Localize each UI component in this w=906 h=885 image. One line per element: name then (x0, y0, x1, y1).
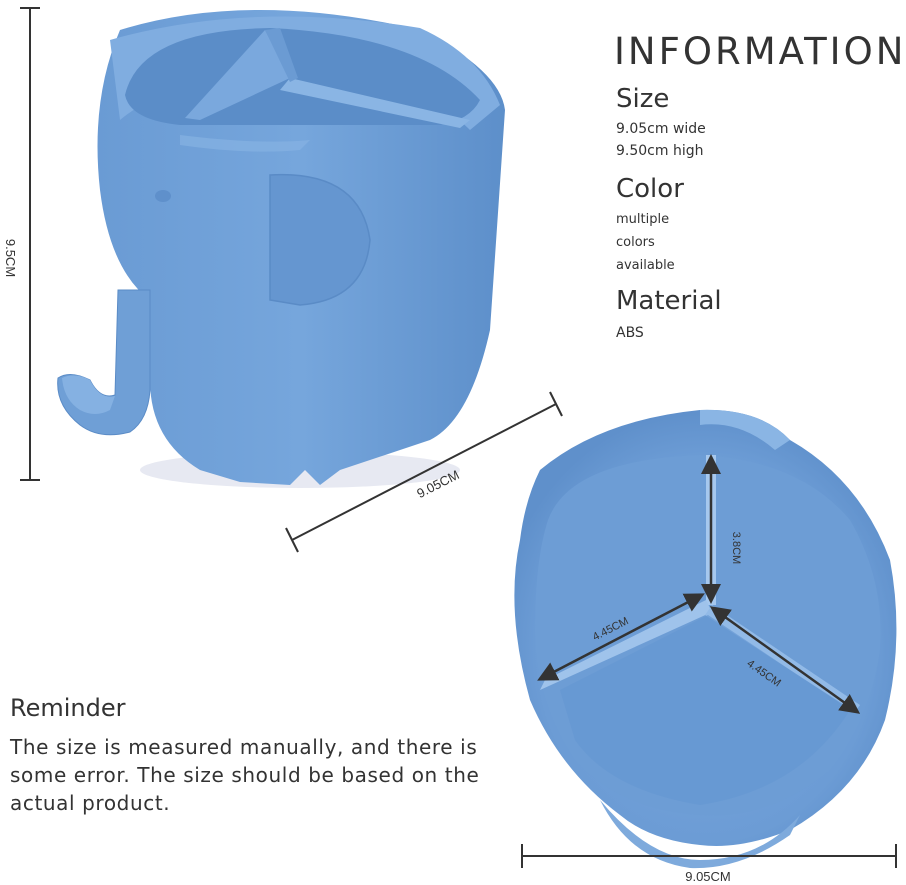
depth-dimension-line (285, 391, 563, 553)
width-dimension-line (521, 844, 897, 868)
size-details: 9.05cm wide 9.50cm high (616, 118, 706, 162)
elephant-holder-side-view (57, 10, 505, 488)
reminder-body: The size is measured manually, and there… (10, 735, 480, 815)
color-line-2: colors (616, 235, 655, 250)
color-details: multiple colors available (616, 208, 675, 277)
width-bottom-label: 9.05CM (685, 869, 731, 884)
information-heading: INFORMATION (614, 30, 906, 73)
reminder-title: Reminder (10, 694, 126, 722)
color-line-1: multiple (616, 212, 670, 227)
material-value: ABS (616, 325, 644, 341)
size-title: Size (616, 84, 670, 114)
size-height: 9.50cm high (616, 143, 704, 159)
size-width: 9.05cm wide (616, 121, 706, 137)
divider-vertical-label: 3.8CM (730, 532, 742, 564)
height-label: 9.5CM (3, 239, 18, 277)
color-line-3: available (616, 258, 675, 273)
divider-dimension-arrows (537, 454, 861, 714)
color-title: Color (616, 174, 684, 204)
material-title: Material (616, 286, 722, 316)
height-dimension-line (20, 7, 40, 481)
holder-top-view (514, 409, 897, 869)
